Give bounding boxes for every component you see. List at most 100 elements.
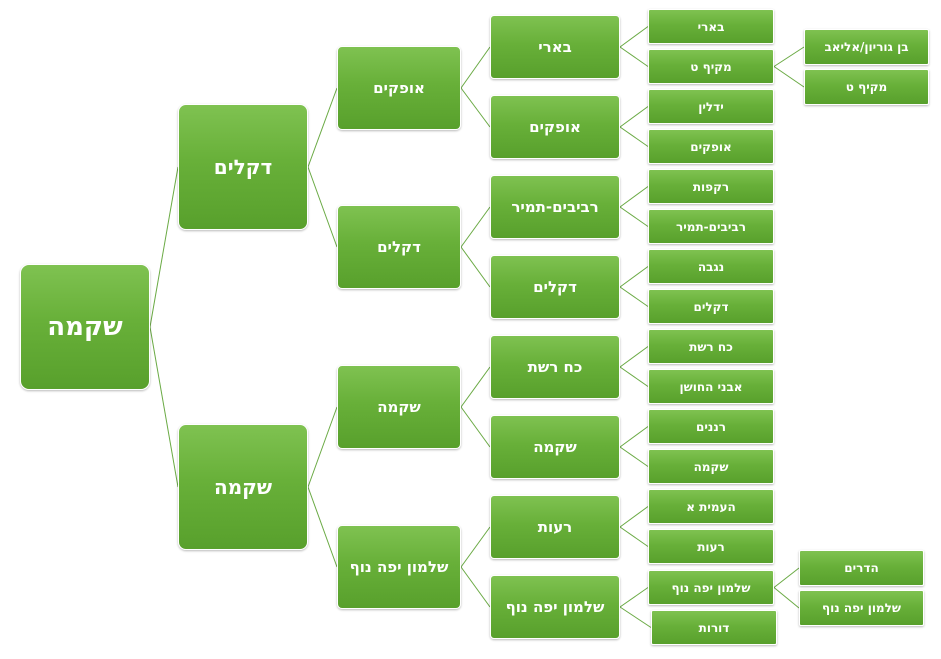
tree-node-level-5: בן גוריון/אליאב	[804, 29, 929, 65]
connector-line	[307, 87, 338, 168]
tree-node-level-2: אופקים	[337, 46, 461, 130]
tree-node-label: בארי	[538, 38, 572, 56]
tree-node-label: דקלים	[693, 299, 729, 314]
tree-node-label: דקלים	[377, 238, 421, 256]
tree-node-label: בארי	[697, 19, 725, 34]
connector-line	[149, 326, 179, 488]
tree-node-label: מקיף ט	[690, 59, 732, 74]
tree-node-level-0: שקמה	[20, 264, 150, 390]
connector-line	[619, 606, 652, 628]
tree-node-level-4: בארי	[648, 9, 774, 44]
tree-node-level-1: שקמה	[178, 424, 308, 550]
tree-node-level-4: רקפות	[648, 169, 774, 204]
tree-node-label: ידלין	[698, 99, 724, 114]
connector-line	[460, 246, 491, 288]
tree-node-level-3: אופקים	[490, 95, 620, 159]
tree-node-label: שלמון יפה נוף	[822, 601, 901, 615]
connector-line	[460, 87, 491, 128]
connector-line	[619, 186, 649, 208]
connector-line	[619, 587, 649, 608]
tree-node-label: רננים	[696, 419, 726, 434]
connector-line	[460, 406, 491, 448]
tree-node-level-4: שקמה	[648, 449, 774, 484]
connector-line	[619, 266, 649, 288]
connector-line	[619, 206, 649, 227]
tree-node-label: אופקים	[690, 139, 732, 154]
tree-node-level-3: שלמון יפה נוף	[490, 575, 620, 639]
tree-node-level-5: מקיף ט	[804, 69, 929, 105]
tree-node-level-5: הדרים	[799, 550, 924, 586]
connector-line	[460, 206, 491, 248]
tree-node-level-2: שקמה	[337, 365, 461, 449]
tree-node-level-3: דקלים	[490, 255, 620, 319]
tree-node-level-4: כח רשת	[648, 329, 774, 364]
connector-line	[460, 366, 491, 408]
tree-node-level-4: העמית א	[648, 489, 774, 524]
tree-node-label: אופקים	[529, 118, 581, 136]
connector-line	[773, 567, 800, 588]
tree-node-label: מקיף ט	[845, 80, 888, 94]
tree-node-label: דורות	[698, 620, 730, 635]
tree-node-label: שלמון יפה נוף	[671, 580, 751, 595]
tree-node-label: רביבים-תמיר	[511, 198, 599, 216]
tree-node-label: כח רשת	[689, 339, 733, 354]
tree-node-label: שקמה	[213, 475, 273, 499]
tree-node-label: רביבים-תמיר	[676, 219, 746, 234]
tree-node-label: שלמון יפה נוף	[505, 598, 605, 616]
connector-line	[773, 587, 800, 609]
tree-node-level-4: רננים	[648, 409, 774, 444]
connector-line	[619, 26, 649, 48]
tree-node-label: העמית א	[686, 499, 736, 514]
tree-node-level-4: רעות	[648, 529, 774, 564]
tree-node-level-4: מקיף ט	[648, 49, 774, 84]
connector-line	[307, 166, 338, 248]
tree-node-label: שקמה	[377, 398, 421, 416]
tree-node-level-4: רביבים-תמיר	[648, 209, 774, 244]
tree-node-level-2: שלמון יפה נוף	[337, 525, 461, 609]
tree-node-label: שקמה	[693, 459, 729, 474]
tree-node-label: שלמון יפה נוף	[349, 558, 449, 576]
connector-line	[619, 106, 649, 128]
tree-node-level-1: דקלים	[178, 104, 308, 230]
connector-line	[619, 526, 649, 547]
tree-node-label: כח רשת	[527, 358, 583, 376]
tree-node-label: דקלים	[533, 278, 577, 296]
tree-node-label: רקפות	[692, 179, 730, 194]
connector-line	[773, 66, 805, 88]
tree-node-label: אופקים	[373, 79, 425, 97]
tree-node-label: דקלים	[213, 155, 273, 179]
tree-node-level-2: דקלים	[337, 205, 461, 289]
tree-node-level-4: נגבה	[648, 249, 774, 284]
tree-node-label: נגבה	[697, 259, 725, 274]
connector-line	[619, 446, 649, 467]
tree-node-level-4: אבני החושן	[648, 369, 774, 404]
tree-node-label: רעות	[537, 518, 573, 536]
connector-line	[619, 346, 649, 368]
connector-line	[619, 366, 649, 387]
tree-node-level-3: רעות	[490, 495, 620, 559]
connector-line	[307, 486, 338, 568]
connector-line	[460, 46, 491, 89]
tree-node-level-4: דורות	[651, 610, 777, 645]
tree-node-label: אבני החושן	[679, 379, 743, 394]
connector-line	[619, 506, 649, 528]
tree-node-level-4: שלמון יפה נוף	[648, 570, 774, 605]
connector-line	[460, 526, 491, 568]
tree-node-level-5: שלמון יפה נוף	[799, 590, 924, 626]
tree-node-level-3: רביבים-תמיר	[490, 175, 620, 239]
connector-line	[773, 46, 805, 67]
connector-line	[619, 286, 649, 307]
tree-node-level-3: בארי	[490, 15, 620, 79]
tree-node-label: בן גוריון/אליאב	[824, 40, 909, 54]
connector-line	[149, 166, 179, 328]
tree-node-level-4: אופקים	[648, 129, 774, 164]
tree-node-level-4: דקלים	[648, 289, 774, 324]
tree-node-label: רעות	[697, 539, 725, 554]
tree-node-label: הדרים	[844, 561, 879, 575]
connector-line	[460, 566, 491, 608]
tree-node-level-3: כח רשת	[490, 335, 620, 399]
connector-line	[619, 46, 649, 67]
tree-node-label: שקמה	[533, 438, 577, 456]
